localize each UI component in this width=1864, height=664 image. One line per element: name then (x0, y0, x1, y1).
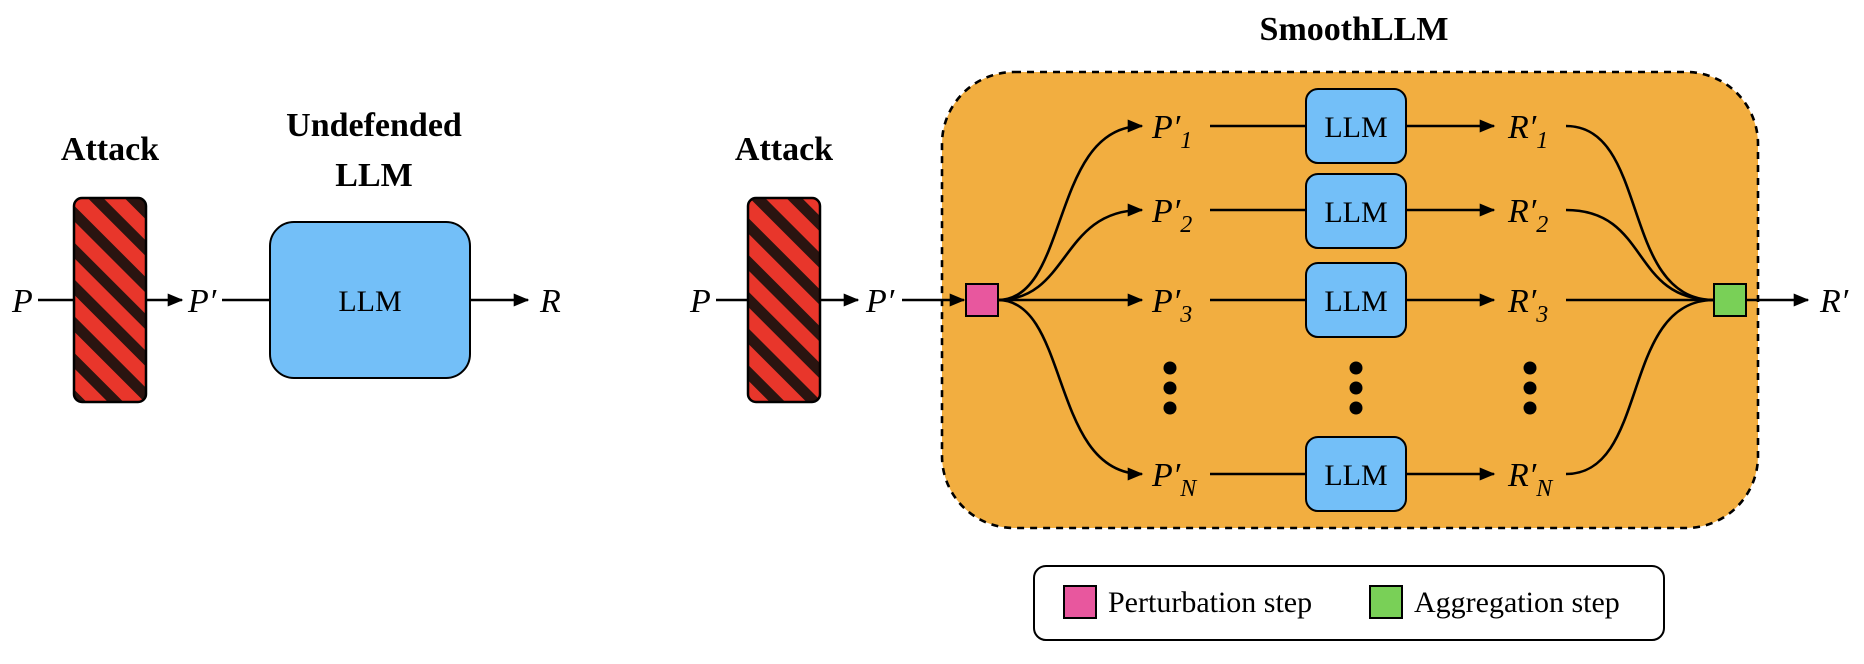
sample-row-3: P′3 LLM R′3 (1151, 262, 1548, 338)
llm-box-n-label: LLM (1324, 459, 1387, 492)
ellipsis-r-column (1523, 361, 1537, 415)
p-prime-2: P′2 (1151, 193, 1192, 238)
sample-row-n: P′N LLM R′N (1151, 436, 1554, 512)
right-input-p: P (689, 283, 711, 320)
undefended-title-line2: LLM (335, 157, 412, 194)
fanin-curve-n (1565, 298, 1715, 476)
undefended-llm-label: LLM (338, 285, 401, 318)
right-attack-title: Attack (735, 131, 833, 168)
legend-perturbation-swatch (1063, 585, 1097, 619)
left-attack-title: Attack (61, 131, 159, 168)
sample-row-1: P′1 LLM R′1 (1151, 88, 1548, 164)
p-prime-3: P′3 (1151, 283, 1192, 328)
p-prime-n: P′N (1151, 457, 1198, 502)
llm-box-3-label: LLM (1324, 285, 1387, 318)
smoothllm-output: R′ (1819, 283, 1849, 320)
smoothllm-title: SmoothLLM (1260, 11, 1449, 48)
fanin-curve-1 (1565, 124, 1715, 302)
r-prime-1: R′1 (1507, 109, 1548, 154)
fanout-curve-1 (997, 119, 1144, 302)
undefended-title-line1: Undefended (286, 107, 462, 144)
perturbation-step-square (965, 283, 999, 317)
left-perturbed-input: P′ (187, 283, 217, 320)
legend: Perturbation step Aggregation step (1033, 565, 1665, 641)
sample-row-2: P′2 LLM R′2 (1151, 173, 1548, 249)
right-perturbed-input: P′ (865, 283, 895, 320)
p-prime-1: P′1 (1151, 109, 1192, 154)
r-prime-3: R′3 (1507, 283, 1548, 328)
legend-aggregation-label: Aggregation step (1414, 586, 1620, 619)
left-input-p: P (11, 283, 33, 320)
smoothllm-section: Attack SmoothLLM P P′ P′1 LLM R′1 P′2 LL… (689, 11, 1849, 530)
left-attack-block (72, 196, 148, 404)
legend-perturbation-label: Perturbation step (1108, 586, 1312, 619)
fanin-curve-2 (1565, 208, 1715, 302)
llm-box-2-label: LLM (1324, 196, 1387, 229)
left-output-r: R (539, 283, 561, 320)
ellipsis-p-column (1163, 361, 1177, 415)
legend-aggregation-swatch (1369, 585, 1403, 619)
fanout-curve-2 (997, 203, 1144, 302)
r-prime-2: R′2 (1507, 193, 1548, 238)
aggregation-step-square (1713, 283, 1747, 317)
undefended-section: Attack Undefended LLM P P′ LLM R (11, 107, 561, 404)
fanout-curve-n (997, 298, 1144, 481)
r-prime-n: R′N (1507, 457, 1554, 502)
llm-box-1-label: LLM (1324, 111, 1387, 144)
legend-box (1033, 565, 1665, 641)
right-attack-block (746, 196, 822, 404)
ellipsis-llm-column (1349, 361, 1363, 415)
